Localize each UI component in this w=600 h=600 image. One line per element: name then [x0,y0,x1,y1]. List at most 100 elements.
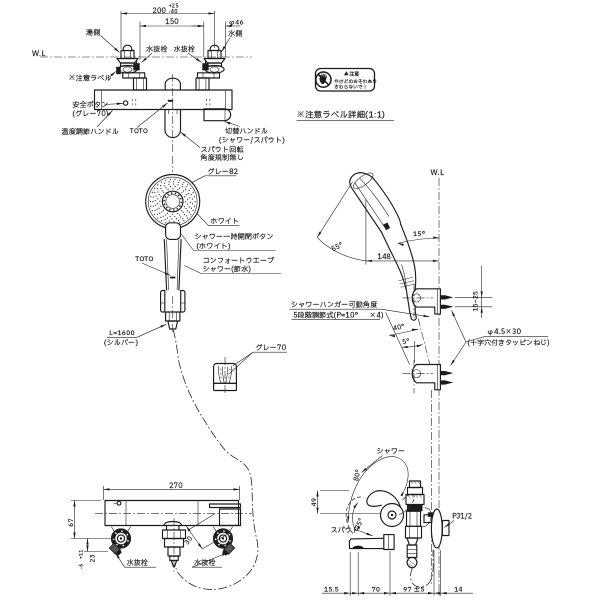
leader-arrow [222,552,228,556]
safety-button-top [116,500,122,506]
dim-arrow [390,592,396,595]
dim-arrow [140,24,146,28]
column-ring [406,486,424,496]
dim-arrow [233,488,240,491]
head-back [373,178,402,225]
dim-14: 14 [454,584,463,594]
spout-joint [383,534,395,551]
plug-center [119,537,123,540]
dim-arrow [347,516,350,523]
dim-70: 70 [372,584,381,594]
leader-arrow [423,314,430,317]
leg-cold [195,44,226,91]
slider-rail-left [160,289,166,313]
label-screw-spec-2: (十字穴付きタッピンねじ) [468,338,550,348]
hanger-body [411,288,441,315]
leg-hot [116,44,148,91]
shower-elbow [406,544,418,559]
leader-arrow [116,102,123,105]
dim-arrow [365,259,372,263]
spout-tip [170,559,178,568]
pause-button [165,222,182,240]
column-hex [404,525,423,539]
dim-arrow [400,490,405,497]
ball-hatch [408,559,416,569]
label-drain-left: 水抜栓 [146,46,168,56]
leader-arrow [450,359,455,366]
handle-hatch [398,276,415,288]
mounting-screw [440,371,454,376]
leader-arrow [180,132,186,137]
dim-200-tol-plus: +25 [169,4,179,11]
leader [232,351,254,367]
hand-shower-side: W.L 55° 148 15° 15~25 40° 5° シャワーハンガー可動角… [289,168,550,597]
ext-line-diag [187,513,215,531]
hanger-part-detail: グレー70 [213,344,287,396]
switch-handle [203,108,232,122]
caution-label-detail: 注意 やけどのおそれあり さわらないで！ ※注意ラベル詳細(1:1) [296,67,394,122]
hub-dot [390,513,394,517]
leader-arrow [366,532,373,536]
plug-hex-line [229,526,233,532]
handle-edges [163,238,182,291]
dim-arrow [73,532,76,539]
label-gray70: グレー70 [256,344,287,354]
hanger-slot-hatch [219,368,231,379]
faucet-top-view: 270 67 23 +11 -6 30 水抜栓 水抜栓 [66,481,252,572]
wall-line-label-side: W.L [431,168,446,179]
dim-arrow [197,543,203,549]
center-ring-inner [165,194,180,209]
dim-arrow [317,231,322,238]
slider-rail-right [180,289,186,313]
knurl-hatch [407,494,422,498]
hanger-lower [402,360,454,394]
shower-lever [366,490,402,509]
toto-logo-mark [167,99,174,102]
label-hanger-note-2: 5段階調節式(P=10° ×4) [293,311,384,322]
label-pause-button-color: (ホワイト) [197,243,231,253]
hanger-part-body [213,362,237,384]
faucet-side-view: 80° 75° シャワー スパウト 49 PJ1/2 15.5 70 97 ±5… [309,447,473,596]
leader-arrow [444,523,450,528]
leader-arrow [361,467,367,473]
leader-arrow [141,57,147,63]
hanger-upper [402,284,454,318]
dim-270: 270 [169,481,182,491]
center-ring-dots [163,192,183,211]
hanger-body [411,363,441,391]
switch-cap [218,508,242,527]
dim-arrow [397,243,404,246]
dim-arrow [225,24,232,28]
dim-5deg: 5° [402,336,414,347]
handle-inner-line [401,264,407,289]
label-toto: TOTO [129,126,148,136]
column-body [405,510,422,527]
leader [191,552,229,568]
label-caution-ref: ※注意ラベル [69,74,112,85]
label-hanger-note-1: シャワーハンガー可動角度 [291,300,378,311]
label-comfort-2: シャワー(節水) [203,266,252,276]
dim-150: 150 [165,17,178,27]
head-face [349,176,383,234]
leader [181,233,194,251]
hose-nut [165,311,181,322]
spray-holes [149,178,196,225]
leader-arrow [160,324,167,328]
label-toto-handle: TOTO [135,254,154,264]
dim-arrow [73,500,76,507]
escutcheon [116,57,139,64]
head-face-inner [354,182,385,227]
head-contour [359,178,390,217]
leader-arrow [115,553,120,559]
shower-head-inner [148,176,198,227]
leader [191,175,206,184]
leader-arrow [114,47,120,53]
dim-arrow [208,12,215,15]
dim-arrow [86,545,89,552]
spout-neck [165,524,180,531]
swing-line-left [385,312,410,365]
caution-detail-title: ※注意ラベル詳細(1:1) [297,109,386,122]
leader [465,336,486,343]
dim-arrow [428,592,434,595]
leader [184,265,202,274]
